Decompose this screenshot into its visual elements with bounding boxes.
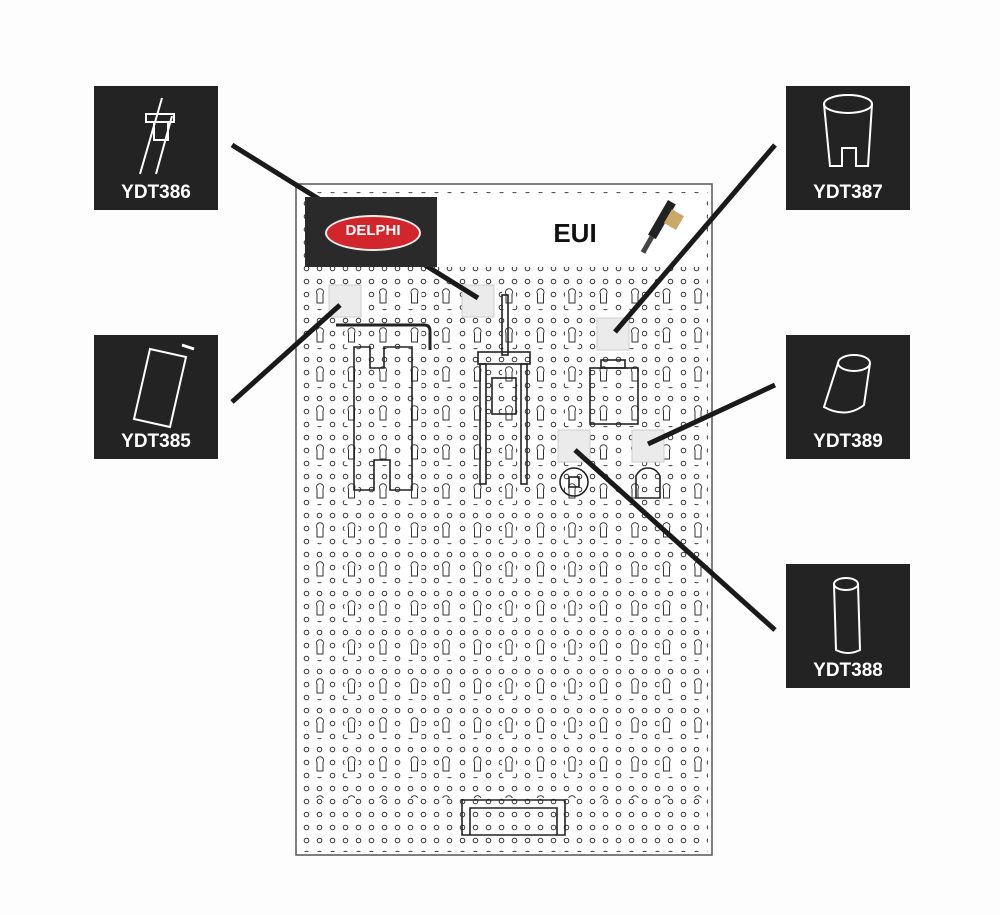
label-ydt387: YDT387 (786, 86, 910, 210)
label-ydt388: YDT388 (786, 564, 910, 688)
injector-icon (640, 200, 685, 254)
label-ydt386: YDT386 (94, 86, 218, 210)
placeholder-ydt387 (596, 317, 630, 351)
sleeve-icon (823, 94, 873, 167)
placeholder-ydt389 (631, 429, 665, 463)
header-band (437, 197, 705, 267)
socket-ydt388 (559, 467, 589, 497)
tool-placeholders (328, 284, 665, 463)
leader-ydt388 (573, 448, 777, 632)
plate-tool-ydt385 (353, 346, 413, 491)
cap-ydt389 (635, 467, 661, 499)
socket-icon (833, 577, 862, 654)
board-title: EUI (553, 218, 597, 248)
leader-ydt389 (646, 382, 777, 447)
label-ydt389: YDT389 (786, 335, 910, 459)
puller-tool-ydt386 (477, 294, 531, 485)
label-ydt385: YDT385 (94, 335, 218, 459)
plate-icon (132, 343, 195, 429)
delphi-logo: DELPHI (305, 197, 437, 267)
leader-ydt387 (613, 143, 777, 334)
carry-handle (461, 799, 566, 836)
cap-icon (822, 354, 871, 414)
leader-ydt385 (230, 303, 342, 404)
puller-icon (139, 97, 175, 175)
hex-key (336, 323, 432, 350)
